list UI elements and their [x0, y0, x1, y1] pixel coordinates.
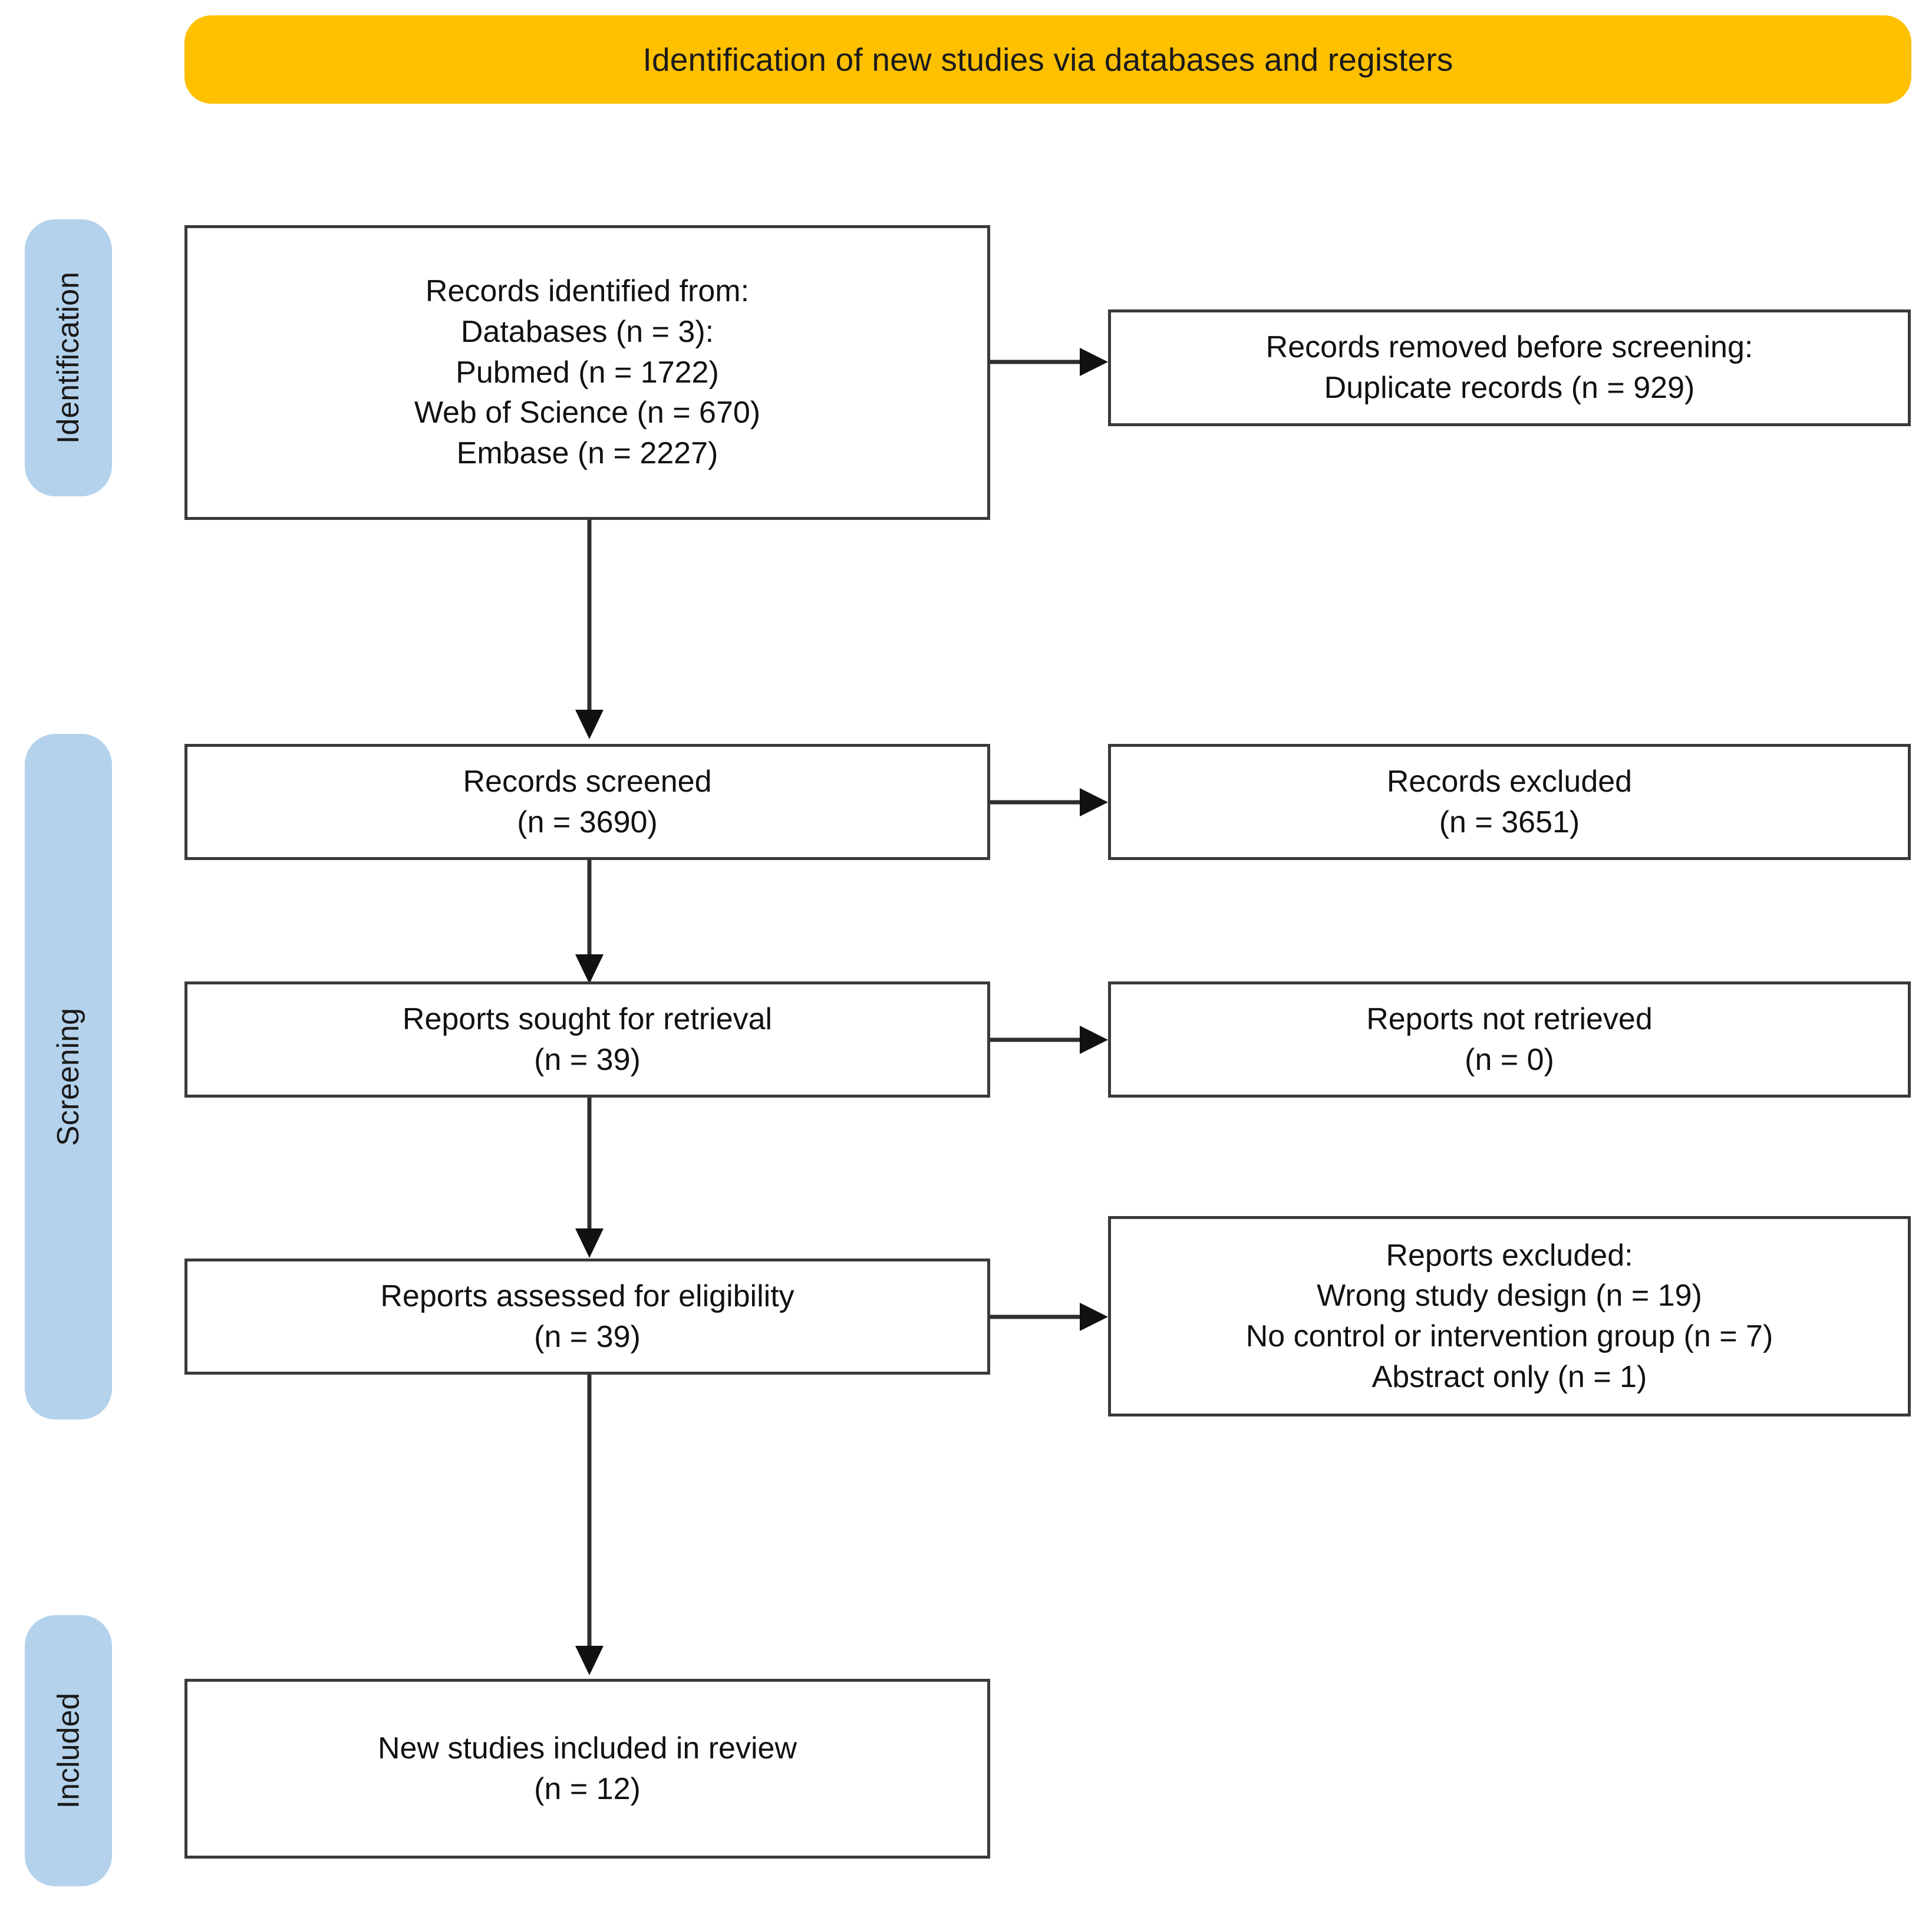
stage-pill-label-included: Included: [51, 1692, 86, 1809]
connector-assessed-to-excluded: [990, 1303, 1108, 1331]
box-records-identified-text: Records identified from: Databases (n = …: [414, 274, 761, 470]
box-studies-included: New studies included in review (n = 12): [184, 1679, 990, 1859]
box-records-screened: Records screened (n = 3690): [184, 744, 990, 860]
stage-pill-label-screening: Screening: [51, 1007, 85, 1146]
connector-assessed-to-included: [575, 1375, 604, 1675]
box-reports-not-retrieved-text: Reports not retrieved (n = 0): [1366, 1002, 1653, 1077]
stage-banner-identification: Identification of new studies via databa…: [184, 15, 1911, 104]
stage-pill-included: Included: [25, 1615, 112, 1886]
box-reports-assessed: Reports assessed for eligibility (n = 39…: [184, 1259, 990, 1375]
stage-pill-identification: Identification: [25, 219, 112, 496]
box-reports-not-retrieved: Reports not retrieved (n = 0): [1108, 981, 1911, 1098]
box-records-excluded: Records excluded (n = 3651): [1108, 744, 1911, 860]
connector-identified-to-screened: [575, 520, 604, 739]
stage-banner-label: Identification of new studies via databa…: [642, 41, 1453, 78]
box-reports-sought: Reports sought for retrieval (n = 39): [184, 981, 990, 1098]
box-reports-excluded: Reports excluded: Wrong study design (n …: [1108, 1216, 1911, 1416]
stage-pill-screening: Screening: [25, 734, 112, 1419]
box-records-removed: Records removed before screening: Duplic…: [1108, 309, 1911, 426]
box-reports-assessed-text: Reports assessed for eligibility (n = 39…: [380, 1279, 794, 1354]
connector-screened-to-excluded: [990, 788, 1108, 816]
box-reports-sought-text: Reports sought for retrieval (n = 39): [402, 1002, 773, 1077]
box-reports-excluded-text: Reports excluded: Wrong study design (n …: [1245, 1238, 1773, 1394]
box-records-screened-text: Records screened (n = 3690): [463, 764, 712, 839]
connector-screened-to-sought: [575, 860, 604, 984]
connector-sought-to-assessed: [575, 1098, 604, 1258]
connector-identified-to-removed: [990, 348, 1108, 376]
box-studies-included-text: New studies included in review (n = 12): [377, 1731, 797, 1806]
box-records-removed-text: Records removed before screening: Duplic…: [1265, 330, 1753, 405]
box-records-identified: Records identified from: Databases (n = …: [184, 225, 990, 520]
connector-sought-to-notretrieved: [990, 1026, 1108, 1054]
stage-pill-label-identification: Identification: [51, 272, 85, 444]
box-records-excluded-text: Records excluded (n = 3651): [1386, 764, 1633, 839]
